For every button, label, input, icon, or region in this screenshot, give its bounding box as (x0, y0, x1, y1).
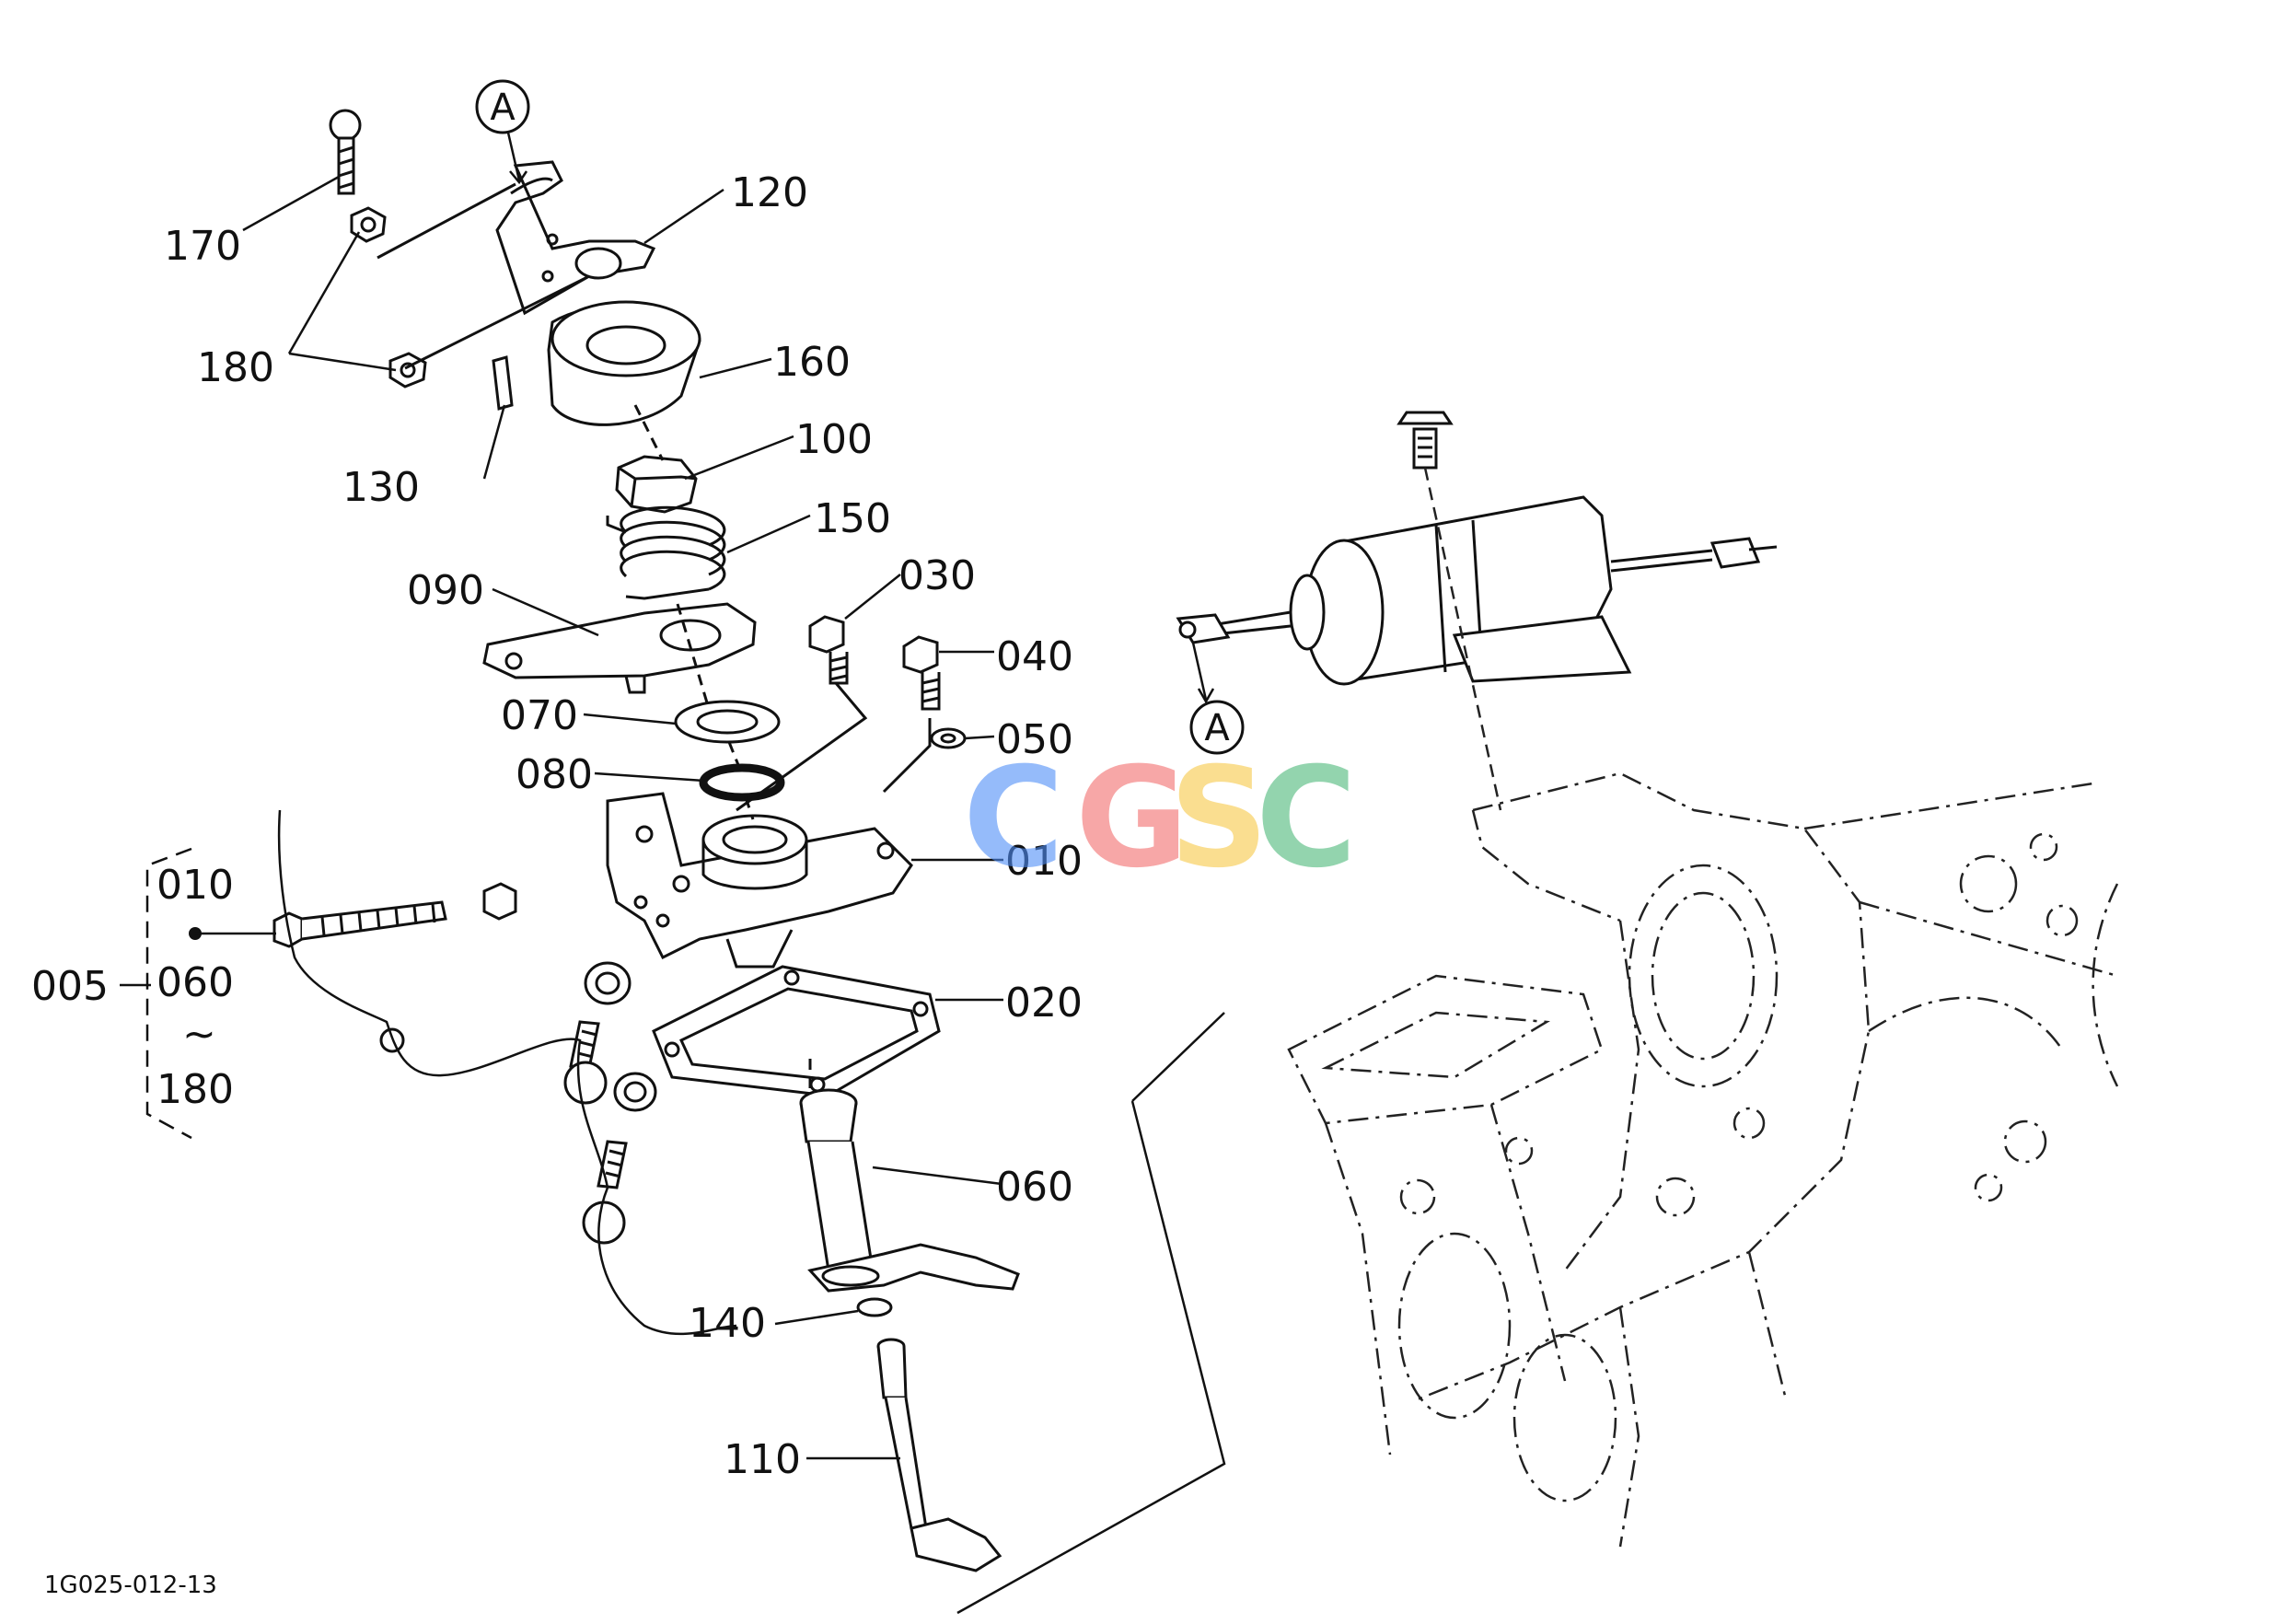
group-range-sep: ~ (182, 1011, 216, 1058)
callout-060: 060 (996, 1164, 1073, 1211)
part-060-governor-shaft (799, 1088, 1020, 1293)
group-range-start: 010 (156, 862, 234, 909)
part-100-nut (615, 455, 698, 514)
callout-070: 070 (501, 692, 578, 739)
watermark-letter-2: G (1075, 738, 1188, 899)
part-180-nut-upper (350, 206, 387, 243)
part-080-o-ring (699, 763, 785, 802)
part-150-spring (606, 505, 726, 600)
part-020-gasket (652, 965, 941, 1097)
callout-100: 100 (795, 416, 873, 463)
part-170-bolt (329, 109, 362, 195)
drawing-number: 1G025-012-13 (44, 1572, 217, 1599)
group-range-end: 180 (156, 1066, 234, 1113)
callout-040: 040 (996, 633, 1073, 680)
callout-150: 150 (814, 495, 891, 542)
svg-text:A: A (1204, 707, 1230, 749)
callout-090: 090 (407, 567, 484, 614)
part-140-snap-ring (856, 1297, 893, 1317)
watermark: C G S C (963, 738, 1357, 899)
part-120-lever (495, 160, 656, 316)
watermark-letter-3: S (1169, 738, 1269, 899)
callout-020: 020 (1005, 980, 1083, 1027)
callout-170: 170 (164, 223, 241, 270)
watermark-letter-4: C (1256, 738, 1357, 899)
view-frame (956, 1012, 1226, 1615)
group-code: 005 (31, 963, 109, 1010)
reference-mark-right: A (1189, 700, 1245, 755)
callout-120: 120 (731, 169, 808, 216)
callout-050: 050 (996, 716, 1073, 763)
callout-140: 140 (689, 1300, 766, 1347)
part-090-lever-plate (482, 602, 757, 694)
part-010-governor-housing (606, 792, 913, 969)
part-nut-spacers (584, 961, 657, 1112)
svg-text:A: A (490, 87, 516, 129)
engine-block-outline (1287, 771, 2119, 1548)
group-range-mid: 060 (156, 959, 234, 1006)
part-long-bolt (272, 882, 517, 948)
callout-130: 130 (342, 464, 420, 511)
callout-030: 030 (898, 552, 976, 599)
projection-lines (377, 182, 932, 812)
part-screws (379, 1020, 628, 1245)
reference-mark-top: A (475, 79, 530, 185)
part-040-bolt (902, 635, 941, 711)
assembly-group-bracket: 005 010 060 ~ 180 (31, 847, 276, 1140)
leader-lines (242, 175, 1003, 1460)
part-130-pin (492, 355, 514, 411)
part-070-washer (674, 700, 781, 744)
callout-080: 080 (516, 751, 593, 798)
callout-010: 010 (1005, 838, 1083, 885)
part-160-collar (547, 300, 701, 426)
callout-180: 180 (197, 344, 274, 391)
stop-solenoid (1176, 411, 1778, 811)
callout-labels: 170 180 120 160 130 100 150 090 030 040 … (164, 169, 1083, 1483)
callout-110: 110 (724, 1436, 801, 1483)
part-050-washer (930, 727, 967, 749)
part-030-bolt (808, 615, 849, 685)
lock-wire (277, 809, 737, 1336)
watermark-letter-1: C (963, 738, 1064, 899)
callout-160: 160 (773, 339, 851, 386)
part-110-shaft (876, 1338, 1002, 1572)
